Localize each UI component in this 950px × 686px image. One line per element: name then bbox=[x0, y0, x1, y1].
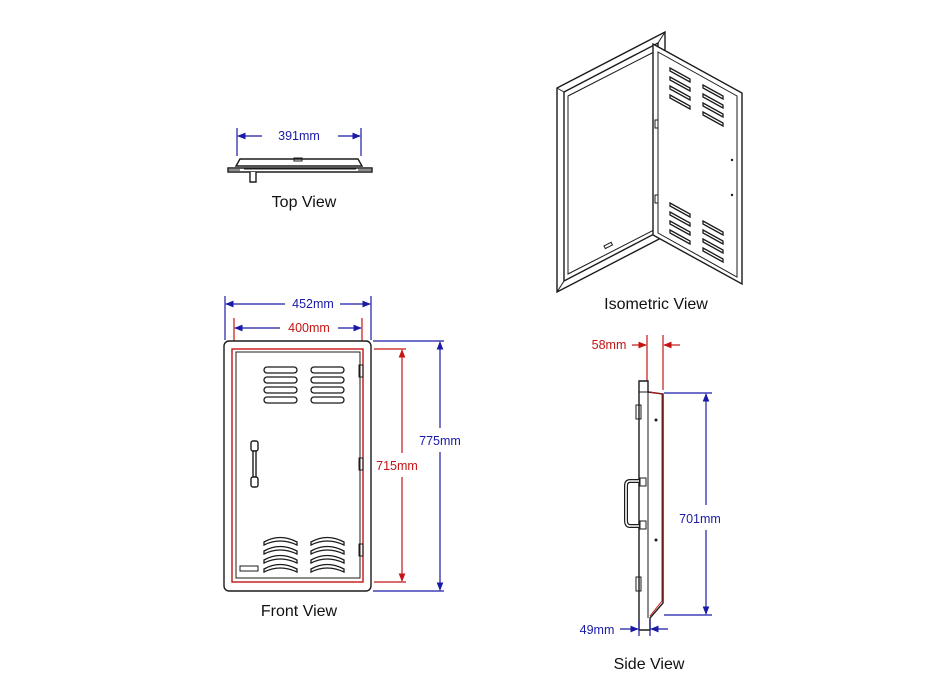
iso-vents-bottom bbox=[669, 201, 724, 264]
side-view-height: 701mm bbox=[679, 512, 721, 526]
top-view-label: Top View bbox=[272, 194, 337, 211]
iso-latch bbox=[603, 241, 614, 250]
top-view-hinge-pin bbox=[249, 172, 257, 183]
side-view-top-depth: 58mm bbox=[592, 338, 627, 352]
side-view-hinge-top bbox=[635, 404, 642, 420]
front-view-inner-width: 400mm bbox=[288, 321, 330, 335]
front-view-door bbox=[235, 351, 361, 579]
front-view: 452mm 400mm bbox=[223, 296, 461, 620]
front-view-vents-top bbox=[263, 366, 345, 404]
front-view-outer-height: 775mm bbox=[419, 434, 461, 448]
front-view-handle bbox=[250, 440, 259, 488]
side-view-handle bbox=[624, 479, 639, 528]
side-view-bottom-depth: 49mm bbox=[580, 623, 615, 637]
front-view-latch bbox=[239, 565, 259, 572]
isometric-view-label: Isometric View bbox=[604, 296, 708, 313]
side-view-hinge-bottom bbox=[635, 576, 642, 592]
top-view: 391mm Top View bbox=[227, 128, 373, 211]
front-view-inner-height: 715mm bbox=[376, 459, 418, 473]
isometric-view: Isometric View bbox=[556, 30, 743, 313]
front-view-hinge-bottom bbox=[358, 543, 364, 557]
side-view: 58mm 701mm 49mm Side View bbox=[580, 335, 721, 673]
iso-door-outer bbox=[652, 42, 743, 286]
front-view-hinge-top bbox=[358, 364, 364, 378]
top-view-latch bbox=[293, 157, 303, 162]
side-view-body bbox=[638, 380, 664, 631]
top-view-width-dim: 391mm bbox=[278, 129, 320, 143]
iso-vents-top bbox=[669, 66, 724, 128]
front-view-opening bbox=[231, 348, 364, 583]
front-view-outer-width: 452mm bbox=[292, 297, 334, 311]
front-view-label: Front View bbox=[261, 603, 338, 620]
side-view-label: Side View bbox=[614, 656, 685, 673]
iso-hinge-bottom bbox=[654, 194, 659, 204]
top-view-door bbox=[234, 158, 364, 167]
iso-door-inner bbox=[657, 51, 738, 278]
front-view-hinge-middle bbox=[358, 457, 364, 471]
front-view-vents-bottom bbox=[263, 536, 345, 574]
iso-hinge-top bbox=[654, 119, 659, 129]
